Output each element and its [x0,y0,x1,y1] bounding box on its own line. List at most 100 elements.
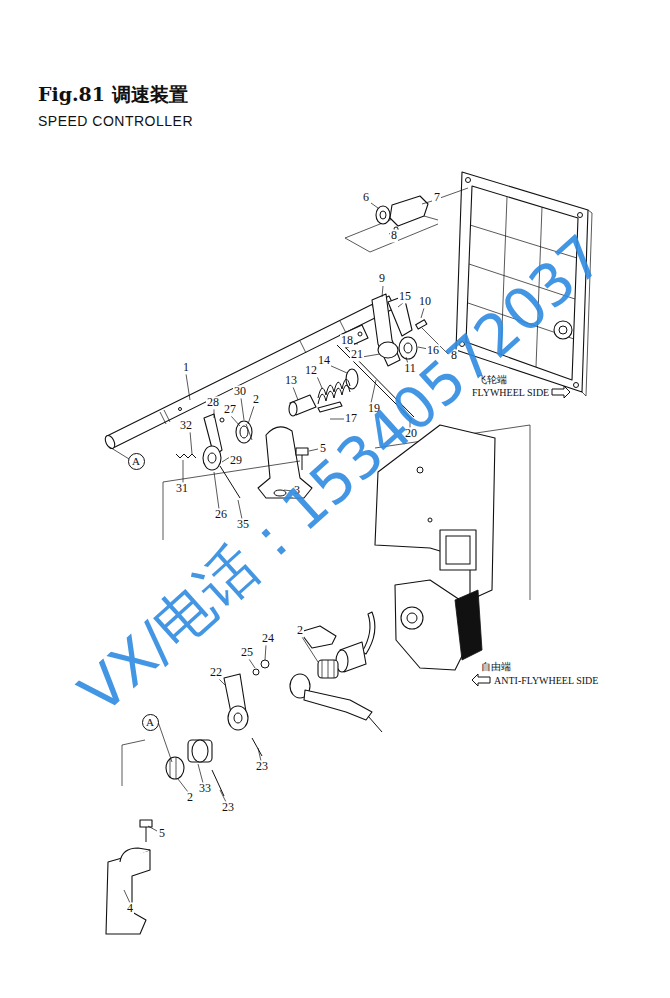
reference-circle: A [142,714,159,731]
leader-line [398,303,403,307]
lower-linkage [146,827,147,842]
leader-line [108,446,142,467]
leader-line [302,637,318,662]
leader-line [198,764,203,783]
callout-number: 29 [229,454,243,467]
fork-lever [358,332,362,336]
flange-bushing [380,211,386,219]
callout-number: 23 [255,760,269,773]
lower-linkage [212,770,224,796]
leader-line [248,406,254,424]
flange-bushing [440,188,468,198]
spring-assembly [318,402,342,412]
callout-number: 21 [350,348,364,361]
callout-number: 1 [182,361,190,374]
leader-line [421,308,424,318]
lower-linkage [188,740,212,762]
leader-line [249,659,255,668]
governor-lever [220,418,224,422]
lower-linkage [234,713,242,723]
flange-bushing [390,196,428,226]
governor-lever [208,453,216,463]
gear-case [407,613,417,623]
bearing-support [240,426,248,438]
callout-number: 23 [221,801,235,814]
leader-line [214,409,215,418]
lower-linkage [120,848,150,862]
frame-lines [122,740,145,786]
leader-line [186,374,190,400]
spring-assembly [318,379,350,398]
leader-line [265,645,266,660]
cover-plate [578,213,583,218]
figure-title: Fig.81 调速装置 [38,84,188,105]
side-label: 自由端 [481,661,511,672]
callout-number: 25 [240,646,254,659]
callout-number: 26 [214,508,228,521]
lower-linkage [253,669,259,675]
leader-line [214,472,219,509]
governor-shaft [300,341,306,353]
lower-linkage [261,660,269,668]
callout-number: 9 [378,272,386,285]
spring-assembly [318,385,350,404]
fork-lever [404,343,412,353]
lower-linkage [334,660,335,678]
gear-case [440,530,476,570]
bearing-support [246,424,252,440]
gear-case [455,590,482,660]
leader-line [241,398,244,420]
leader-line [190,431,192,454]
fork-lever [416,320,427,329]
gear-case [446,536,470,564]
fork-lever [399,337,417,359]
callout-number: 4 [126,902,134,915]
flange-bushing [345,224,438,252]
reference-letter: A [146,717,154,728]
callout-number: 2 [252,393,260,406]
callout-number: 6 [362,191,370,204]
callout-number: 18 [340,334,354,347]
governor-shaft [340,321,346,333]
callout-number: 12 [304,364,318,377]
figure-subtitle: SPEED CONTROLLER [38,114,193,129]
leader-line [371,380,376,403]
leader-line [371,203,378,208]
lower-linkage [170,758,171,778]
gear-case [401,607,423,629]
callout-number: 5 [158,827,166,840]
gear-case [362,612,375,654]
callout-number: 8 [390,229,398,242]
lower-linkage [322,660,323,678]
fork-lever [340,294,427,366]
leader-line [220,790,226,802]
fork-lever [378,342,398,358]
side-label: ANTI-FLYWHEEL SIDE [494,675,598,686]
callout-number: 10 [418,295,432,308]
lower-linkage [368,716,382,732]
cover-plate [559,326,567,334]
side-arrow [472,674,490,686]
gear-case [417,467,423,473]
side-arrow [472,386,570,686]
spring-assembly [290,395,316,415]
reference-circle: A [128,453,145,470]
callout-number: 27 [223,403,237,416]
lower-linkage [106,850,150,934]
callout-number: 33 [198,782,212,795]
bolt [296,448,308,455]
callout-number: 15 [398,290,412,303]
leader-line [183,460,184,483]
callout-number: 31 [175,482,189,495]
lower-linkage [166,757,184,779]
governor-shaft [160,412,166,424]
leader-line [362,354,380,357]
flange-bushing [376,206,390,224]
lower-linkage [192,740,208,762]
lower-linkage [300,626,336,648]
leader-line [422,201,432,204]
callout-number: 2 [296,624,304,637]
lower-linkage [252,738,262,756]
lower-linkage [176,757,177,779]
